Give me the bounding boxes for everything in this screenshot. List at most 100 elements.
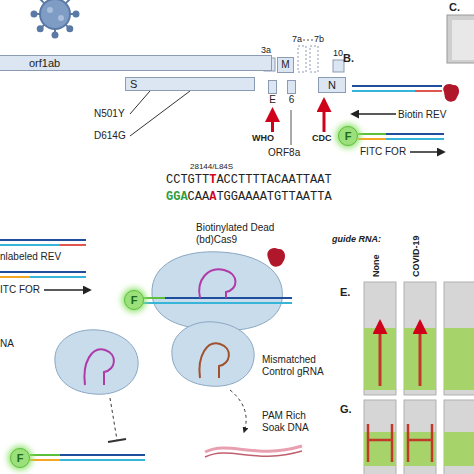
primer-arrow (410, 151, 444, 153)
test-strip (447, 15, 474, 63)
leader-line (130, 91, 150, 114)
gene-label: 7a (292, 34, 302, 44)
mismatched-guide-rna (199, 343, 228, 378)
test-strip (364, 282, 396, 395)
gene-box: E (268, 80, 277, 94)
primer-arrow (352, 113, 396, 115)
primer-label: ITC FOR (0, 284, 40, 296)
virus-spike-tip (32, 12, 37, 17)
gene-box: M (277, 57, 294, 73)
virus-spike-tip (74, 12, 79, 17)
test-strip (404, 400, 436, 474)
primer-label: nlabeled REV (0, 251, 61, 263)
dna-strand (386, 133, 444, 135)
inhibition-line (110, 398, 117, 440)
sequence-row: CCTGTTTACCTTTTACAATTAAT (166, 174, 332, 187)
fitc-letter: F (131, 295, 138, 306)
primer-strand (0, 276, 30, 278)
primer-strand (415, 90, 442, 92)
gene-box-dashed (298, 46, 306, 72)
flow-zone (444, 328, 474, 390)
flow-bracket (408, 424, 432, 462)
cas9-protein (172, 322, 254, 386)
strip-window (452, 20, 474, 60)
dash-link (303, 40, 313, 41)
dna-strand (143, 302, 292, 304)
test-strip (404, 282, 436, 395)
gene-name: N (328, 80, 336, 91)
mutation-label: D614G (94, 130, 126, 142)
dashed-arrow (230, 390, 246, 432)
strip-row (364, 400, 474, 474)
gene-name: E (269, 95, 276, 105)
dna-strand (60, 454, 145, 456)
rna-label: NA (0, 338, 14, 350)
biotin-blob (443, 84, 459, 102)
pointer-arrow (271, 110, 274, 132)
panel-letter: C. (449, 1, 460, 14)
primer-label: FITC FOR (360, 146, 406, 158)
primer-strand (30, 454, 60, 456)
test-strip (444, 400, 474, 474)
flow-arrow (379, 322, 382, 386)
panel-letter: G. (340, 403, 352, 416)
gene-name: S (130, 79, 137, 90)
dna-strand (30, 276, 86, 278)
sequence-text: CCTGTT (166, 174, 209, 187)
mutation-label: N501Y (94, 108, 125, 120)
gene-label: 3a (261, 45, 271, 55)
dna-strand (0, 244, 86, 246)
primer-strand (30, 459, 60, 461)
sequence-text: TGGAAAATGTTAATTA (216, 191, 331, 204)
primer-label: Biotin REV (398, 109, 446, 121)
virus-dot (47, 7, 53, 13)
guide-rna (199, 269, 235, 298)
virus-body (40, 0, 70, 29)
source-label: CDC (312, 133, 332, 143)
dna-strand (0, 239, 86, 241)
mutation-base: A (209, 191, 216, 204)
flow-zone (444, 432, 474, 466)
leader-line (130, 91, 190, 136)
sequence-text: ACCTTTTACAATTAAT (216, 174, 331, 187)
soak-dna (205, 446, 302, 452)
dna-strand (386, 138, 444, 140)
primer-strand (143, 297, 165, 299)
panel-letter: E. (340, 286, 350, 299)
guide-rna (84, 349, 113, 385)
primer-arrow (44, 289, 90, 291)
virus-spike-tip (67, 26, 72, 31)
gene-box: 6 (287, 80, 296, 94)
strip-row (364, 282, 474, 395)
dna-label: PAM Rich Soak DNA (262, 410, 324, 433)
virus-spike-tip (53, 33, 58, 38)
virus-spike-tip (38, 26, 43, 31)
soak-dna (205, 451, 302, 457)
test-strip (444, 282, 474, 395)
gene-label: ORF8a (268, 147, 300, 159)
flow-arrow (419, 322, 422, 386)
gene-box: orf1ab (0, 55, 272, 71)
dna-strand (352, 85, 442, 87)
cas9-protein (55, 330, 138, 394)
mutation-base: T (209, 174, 216, 187)
position-label: 28144/L84S (190, 162, 233, 171)
gene-box: S (125, 77, 255, 91)
panel-letter: B. (343, 52, 354, 65)
gene-name: orf1ab (29, 58, 60, 69)
fitc-letter: F (17, 453, 24, 464)
gene-label: 7b (314, 34, 324, 44)
gene-name: M (281, 60, 289, 70)
virus-dot (58, 15, 64, 21)
gene-label: 10 (333, 48, 343, 58)
column-label: COVID-19 (411, 235, 421, 277)
column-heading: guide RNA: (332, 234, 381, 244)
inhibition-bar (108, 439, 126, 442)
protein-label: Biotinylated Dead (bd)Cas9 (196, 222, 284, 245)
primer-strand (358, 138, 386, 140)
bracket-line (291, 110, 292, 145)
gene-box: N (318, 77, 346, 93)
virus-icon (32, 0, 79, 38)
